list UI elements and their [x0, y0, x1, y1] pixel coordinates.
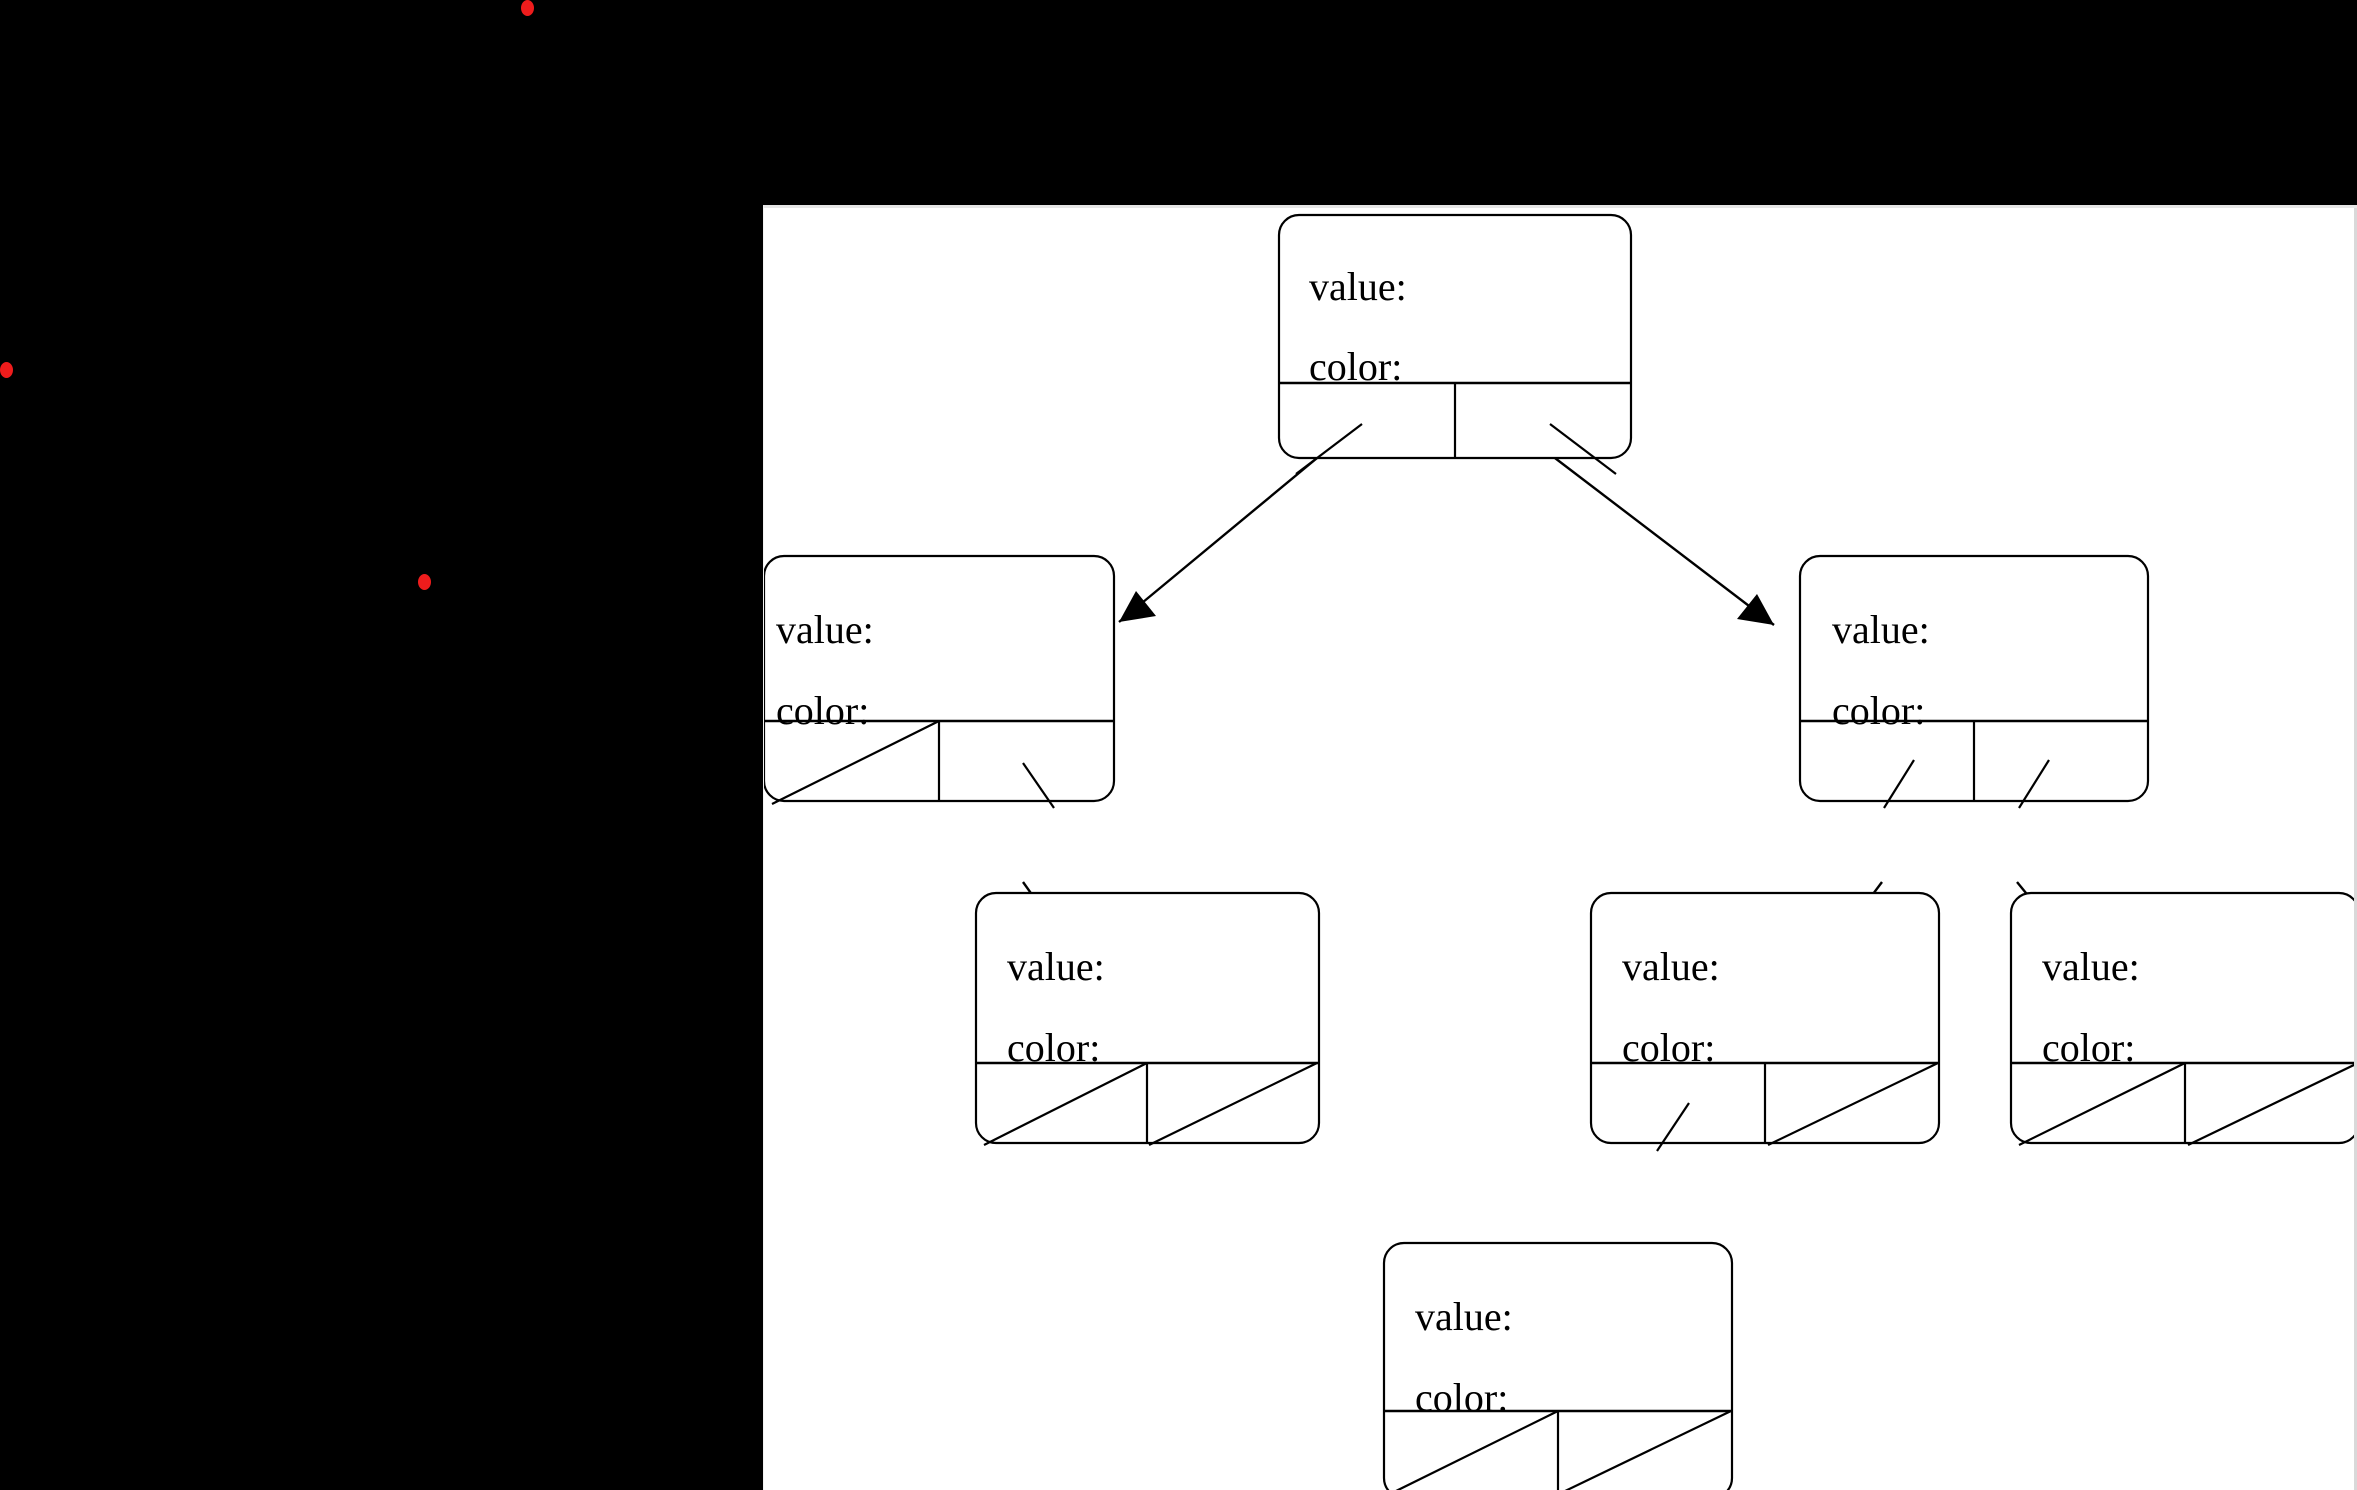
- node-left-child-right-pointer: [1022, 762, 1055, 809]
- tree-node-left-child[interactable]: value: color:: [764, 554, 1116, 809]
- node-right-child-color-label: color:: [1832, 688, 1925, 733]
- tree-node-root[interactable]: value: color:: [1277, 213, 1633, 475]
- node-root-right-pointer: [1549, 423, 1617, 475]
- node-left-child-value-label: value:: [776, 607, 874, 652]
- node-deepest-value-label: value:: [1415, 1294, 1513, 1339]
- node-right-child-right-pointer: [2018, 759, 2050, 809]
- node-root-color-label: color:: [1309, 344, 1402, 389]
- red-annotation-dot-left: [0, 362, 13, 378]
- node-right-left-grandchild-left-pointer: [1656, 1102, 1690, 1152]
- node-root-value-label: value:: [1309, 264, 1407, 309]
- node-left-right-grandchild-value-label: value:: [1007, 944, 1105, 989]
- node-left-right-grandchild-right-pointer-null: [1148, 1062, 1318, 1146]
- tree-node-right-left-grandchild[interactable]: value: color:: [1589, 891, 1941, 1152]
- node-left-child-left-pointer-null: [771, 720, 940, 805]
- node-right-right-grandchild-right-pointer-null: [2187, 1062, 2357, 1146]
- tree-node-deepest[interactable]: value: color:: [1382, 1241, 1734, 1490]
- node-left-child-color-label: color:: [776, 688, 869, 733]
- node-deepest-right-pointer-null: [1564, 1410, 1732, 1490]
- node-deepest-color-label: color:: [1415, 1375, 1508, 1420]
- node-root-left-pointer: [1295, 423, 1363, 475]
- binary-tree-diagram: value: color: value: color:: [764, 213, 2357, 1490]
- tree-diagram-panel: value: color: value: color:: [763, 205, 2357, 1490]
- node-deepest-left-pointer-null: [1395, 1410, 1559, 1490]
- tree-node-right-right-grandchild[interactable]: value: color:: [2009, 891, 2357, 1146]
- red-annotation-dot-mid: [418, 574, 431, 590]
- node-right-left-grandchild-value-label: value:: [1622, 944, 1720, 989]
- node-right-child-left-pointer: [1883, 759, 1915, 809]
- node-right-right-grandchild-value-label: value:: [2042, 944, 2140, 989]
- node-right-right-grandchild-left-pointer-null: [2018, 1062, 2186, 1146]
- tree-node-right-child[interactable]: value: color:: [1798, 554, 2150, 809]
- tree-node-left-right-grandchild[interactable]: value: color:: [974, 891, 1321, 1146]
- node-left-right-grandchild-left-pointer-null: [983, 1062, 1148, 1146]
- edge-root-to-right-child: [1529, 438, 1775, 626]
- node-right-child-value-label: value:: [1832, 607, 1930, 652]
- red-annotation-dot-top: [521, 0, 534, 16]
- node-right-left-grandchild-right-pointer-null: [1767, 1062, 1939, 1146]
